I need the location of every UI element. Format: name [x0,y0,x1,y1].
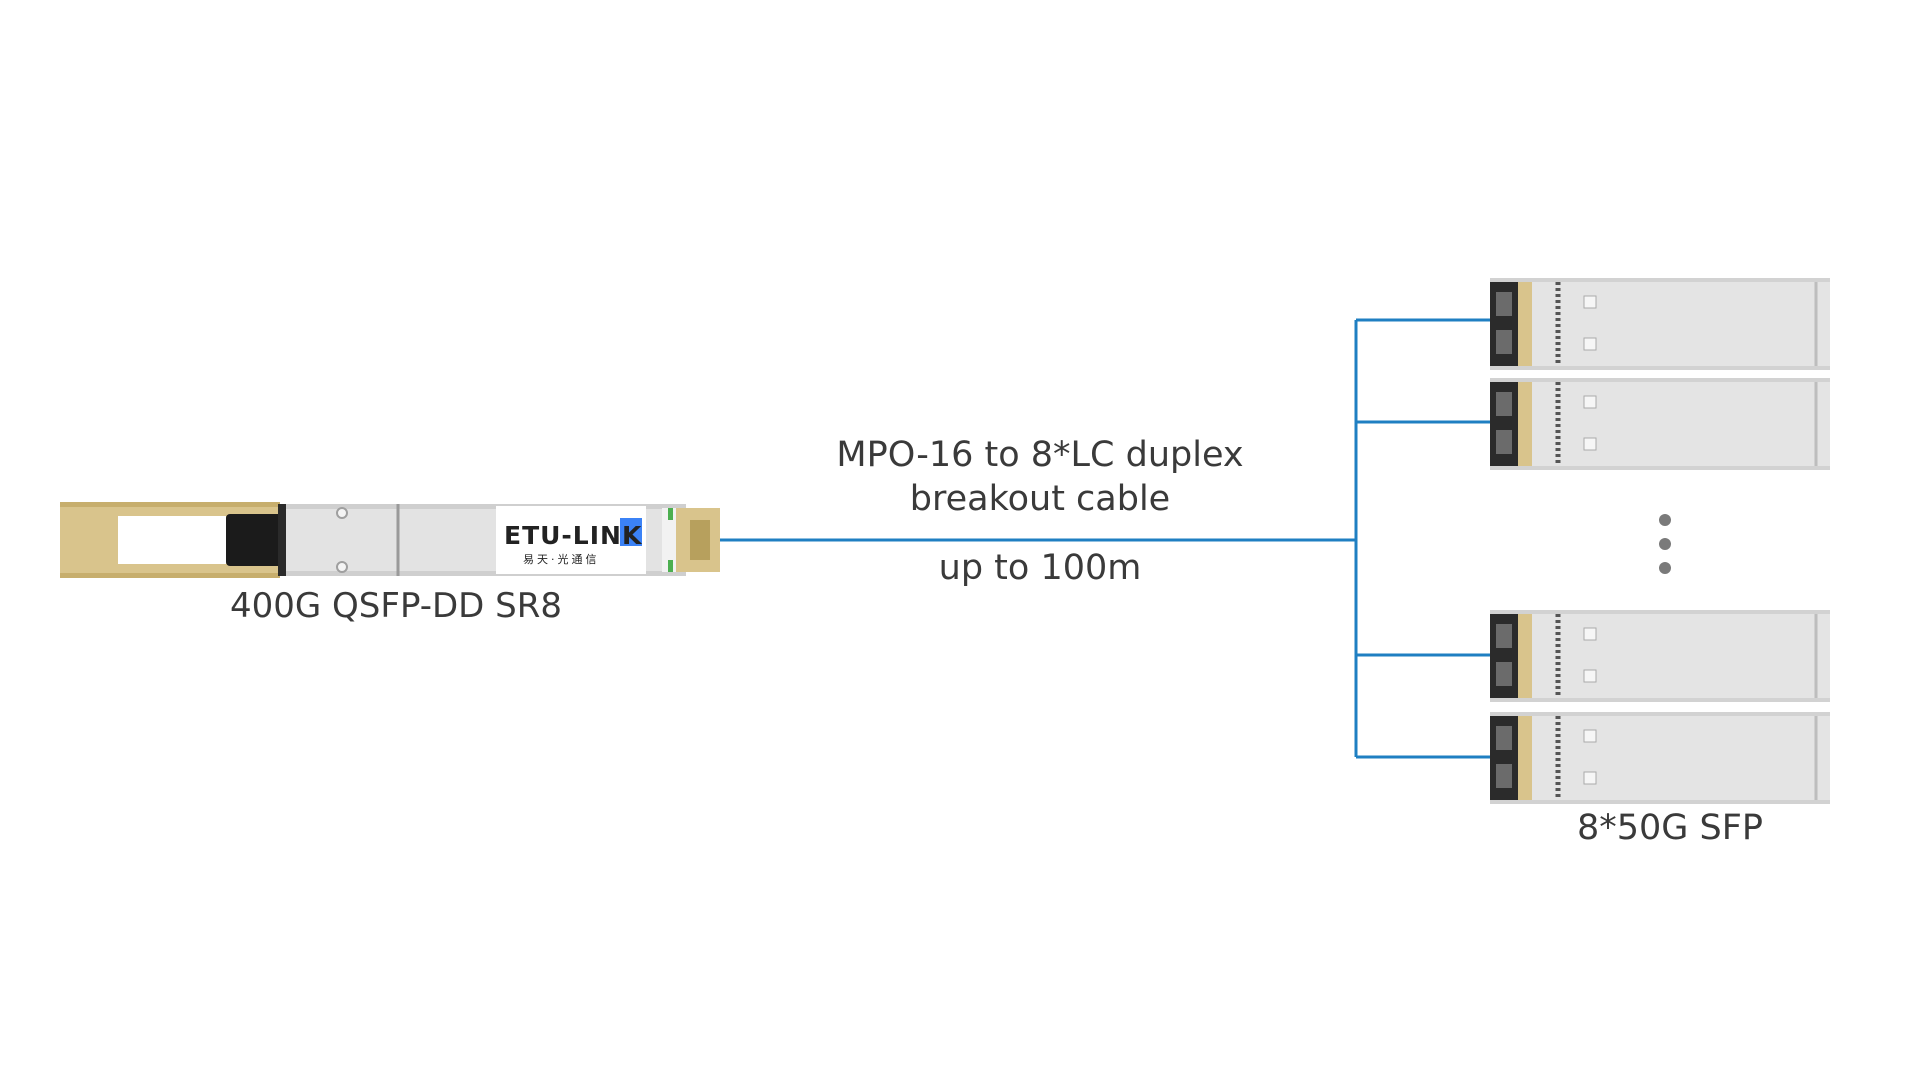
sfp-module [1490,712,1830,804]
cable-description-line2: breakout cable [909,479,1171,519]
cable-distance: up to 100m [938,548,1142,588]
etu-link-logo: ETU-LINK 易天·光通信 [504,518,643,566]
breakout-cable [720,318,1500,759]
latch [226,514,282,566]
sfp-module [1490,378,1830,470]
cable-description-line1: MPO-16 to 8*LC duplex [836,435,1244,475]
sfp-module [1490,278,1830,370]
more-modules-ellipsis-icon [1659,514,1671,574]
logo-subtitle: 易天·光通信 [523,552,600,566]
pull-tab-opening [118,516,226,564]
cable-description: MPO-16 to 8*LC duplex breakout cable [820,433,1260,521]
sfp-module [1490,610,1830,702]
endpoints-label: 8*50G SFP [1576,808,1763,848]
logo-k-badge [620,518,642,546]
logo-brand: ETU-LINK [504,521,643,550]
transceiver-label: 400G QSFP-DD SR8 [230,586,562,626]
